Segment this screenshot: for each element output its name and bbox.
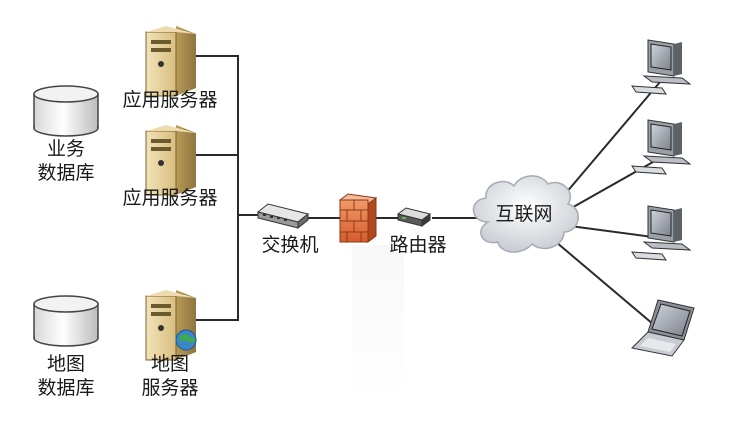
- app-server-1-label: 应用服务器: [122, 89, 218, 111]
- firewall-icon: [338, 193, 378, 243]
- database-icon: [33, 85, 99, 137]
- map-database-label: 地图 数据库: [37, 353, 95, 399]
- cloud-icon: [472, 175, 579, 253]
- laptop-icon: [630, 299, 695, 357]
- map-server-label: 地图 服务器: [141, 353, 199, 399]
- server-icon: [145, 125, 196, 196]
- desktop-computer-icon: [631, 205, 692, 261]
- internet-label: 互联网: [495, 203, 553, 225]
- desktop-computer-icon: [631, 39, 692, 95]
- connection-lines: [196, 55, 661, 331]
- database-icon: [33, 295, 99, 347]
- router-label: 路由器: [389, 234, 447, 256]
- desktop-computer-icon: [631, 119, 692, 175]
- server-icon: [145, 26, 196, 97]
- firewall-reflection: [352, 245, 404, 395]
- app-server-2-label: 应用服务器: [122, 187, 218, 209]
- switch-label: 交换机: [261, 234, 319, 256]
- map-server-icon: [145, 290, 197, 361]
- business-database-label: 业务 数据库: [37, 138, 95, 184]
- switch-icon: [256, 203, 310, 230]
- router-icon: [396, 207, 432, 227]
